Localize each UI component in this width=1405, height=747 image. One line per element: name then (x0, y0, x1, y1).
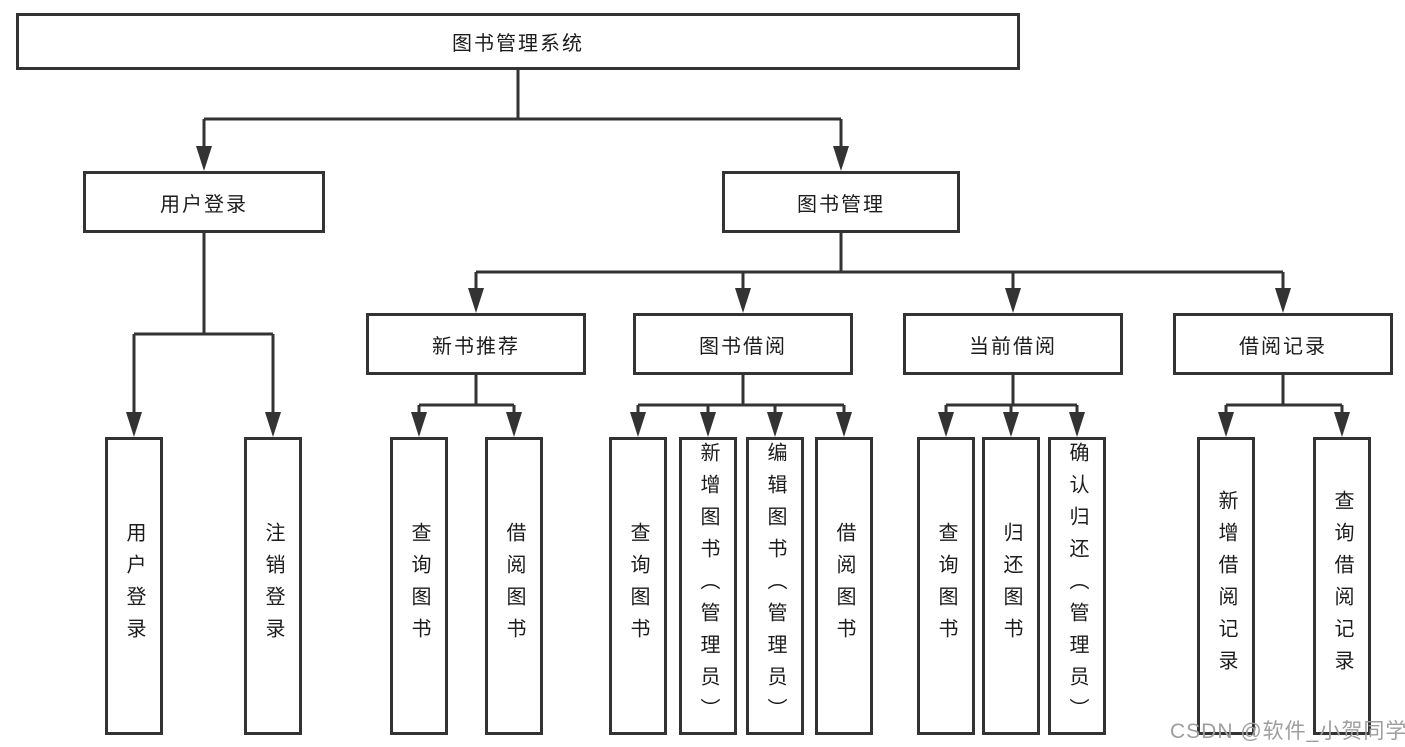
node-label: 归还图书 (1000, 522, 1022, 650)
node-leaf-query-book-1: 查询图书 (390, 437, 448, 735)
node-leaf-borrow-book-1: 借阅图书 (485, 437, 543, 735)
node-book-borrow: 图书借阅 (633, 313, 853, 375)
node-label: 当前借阅 (969, 335, 1057, 358)
node-label: 编辑图书（管理员） (764, 442, 786, 730)
node-leaf-query-record: 查询借阅记录 (1313, 437, 1371, 735)
node-label: 借阅图书 (833, 522, 855, 650)
node-label: 借阅图书 (503, 522, 525, 650)
node-label: 用户登录 (160, 193, 248, 216)
node-leaf-return-book: 归还图书 (982, 437, 1040, 735)
node-leaf-add-record: 新增借阅记录 (1197, 437, 1255, 735)
node-label: 新增借阅记录 (1215, 490, 1237, 682)
node-label: 查询图书 (935, 522, 957, 650)
node-root: 图书管理系统 (16, 13, 1020, 70)
node-leaf-borrow-book-2: 借阅图书 (815, 437, 873, 735)
node-label: 用户登录 (123, 522, 145, 650)
node-label: 图书借阅 (699, 335, 787, 358)
watermark: CSDN @软件_小贺同学 (1170, 720, 1405, 743)
node-label: 新书推荐 (432, 335, 520, 358)
node-label: 借阅记录 (1239, 335, 1327, 358)
node-current-borrow: 当前借阅 (903, 313, 1123, 375)
node-label: 查询图书 (408, 522, 430, 650)
node-leaf-logout: 注销登录 (244, 437, 302, 735)
node-label: 查询借阅记录 (1331, 490, 1353, 682)
node-user-login: 用户登录 (83, 171, 325, 233)
node-book-mgmt: 图书管理 (722, 171, 960, 233)
node-label: 查询图书 (627, 522, 649, 650)
node-leaf-edit-book: 编辑图书（管理员） (746, 437, 804, 735)
node-label: 新增图书（管理员） (697, 442, 719, 730)
node-leaf-add-book: 新增图书（管理员） (679, 437, 737, 735)
node-borrow-record: 借阅记录 (1173, 313, 1393, 375)
node-leaf-query-book-3: 查询图书 (917, 437, 975, 735)
node-leaf-confirm-return: 确认归还（管理员） (1048, 437, 1106, 735)
node-new-book-rec: 新书推荐 (366, 313, 586, 375)
node-leaf-user-login: 用户登录 (105, 437, 163, 735)
node-leaf-query-book-2: 查询图书 (609, 437, 667, 735)
node-label: 图书管理系统 (452, 33, 584, 55)
node-label: 图书管理 (797, 193, 885, 216)
node-label: 确认归还（管理员） (1066, 442, 1088, 730)
node-label: 注销登录 (262, 522, 284, 650)
